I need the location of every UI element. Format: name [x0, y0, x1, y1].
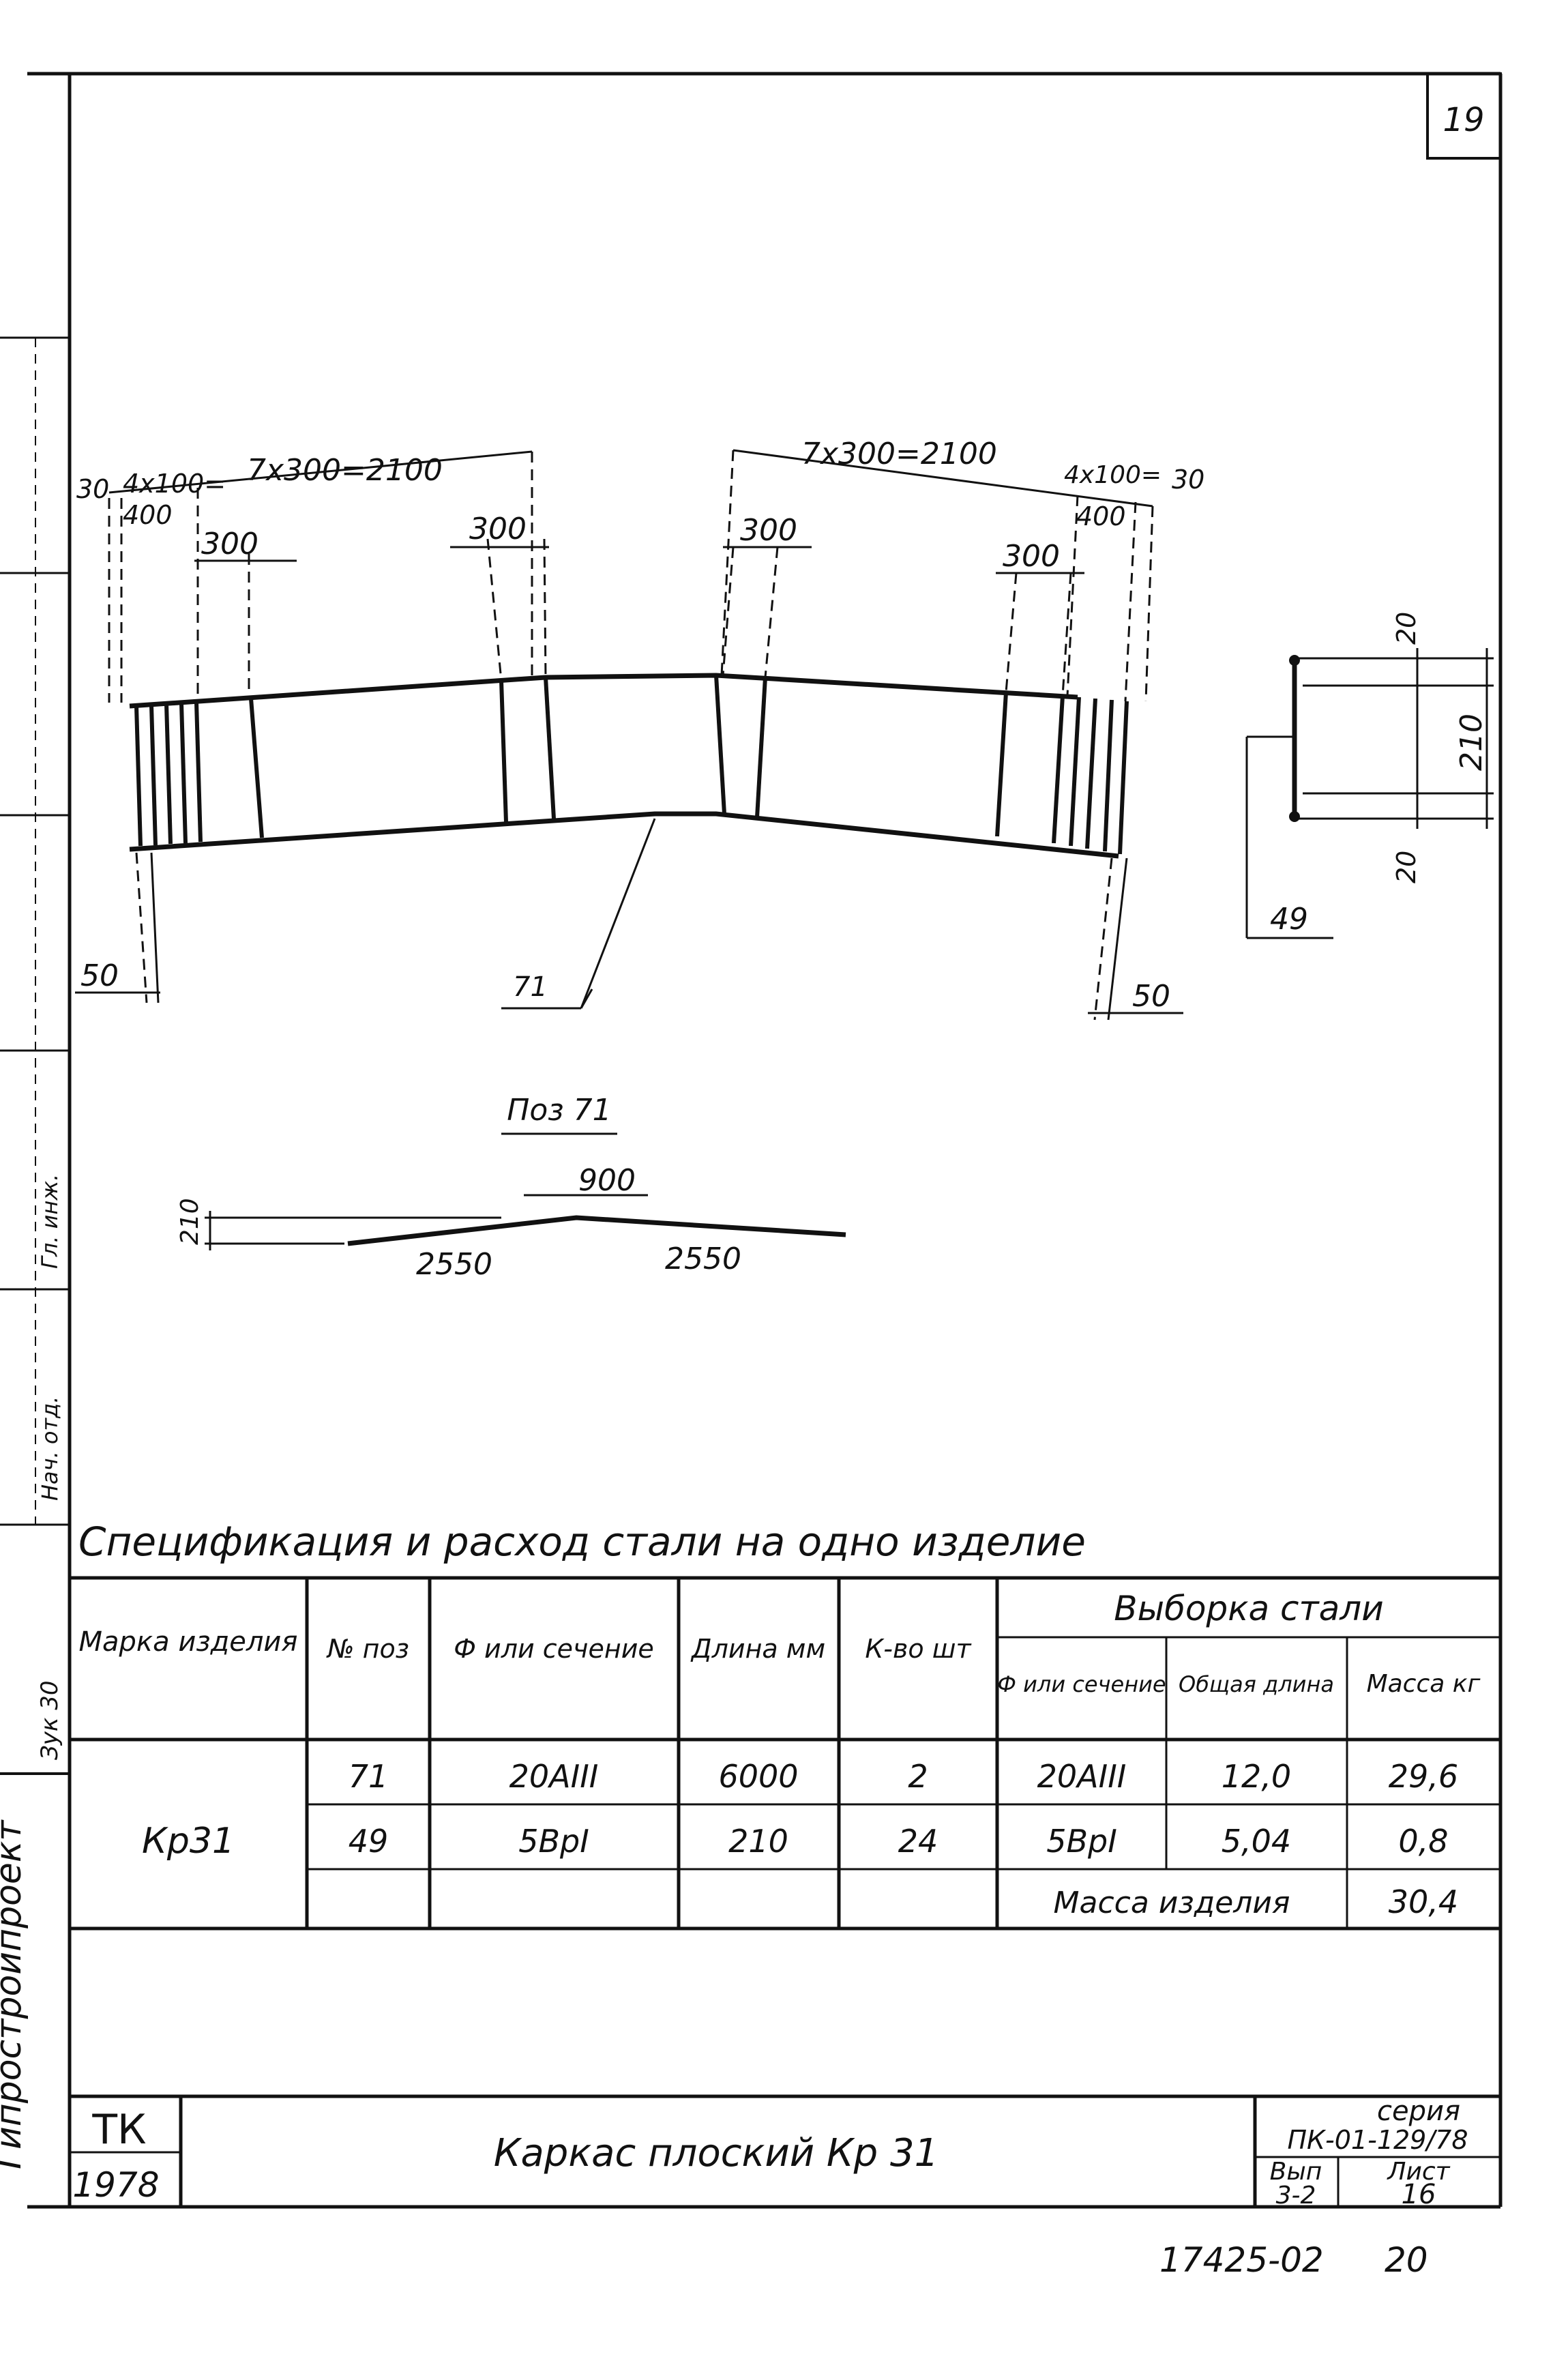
table-row: 71 20AIII 6000 2 20AIII 12,0 29,6 — [349, 1758, 1458, 1795]
cell-pos: 71 — [349, 1758, 389, 1795]
title-sheet-label: Лист — [1386, 2158, 1450, 2186]
margin-stamp-chief: Гл. инж. — [37, 1174, 63, 1269]
cell-sel-total: 12,0 — [1222, 1758, 1291, 1795]
header-length: Длина мм — [690, 1634, 825, 1664]
title-org: ТК — [91, 2106, 146, 2154]
dim-bottom-right: 50 — [1132, 979, 1170, 1014]
margin-stamp-code: Зук 30 — [36, 1680, 63, 1760]
bent-bar-line — [347, 1215, 846, 1246]
header-section: Ф или сечение — [454, 1634, 654, 1664]
frame-elevation: 30 4x100= 7x300=2100 400 300 300 7x300=2… — [75, 437, 1204, 1021]
bent-bar-middle: 900 — [578, 1163, 636, 1198]
top-left-dimensions — [108, 450, 549, 703]
title-issue-label: Вып — [1270, 2158, 1322, 2186]
dim-left-span-a: 4x100= — [123, 469, 226, 499]
cell-sel-total: 5,04 — [1222, 1823, 1291, 1860]
bent-bar-left: 2550 — [416, 1247, 492, 1282]
dim-left-400: 400 — [123, 500, 173, 530]
cross-section-detail: 20 210 20 49 — [1245, 612, 1494, 939]
cell-mark: Кр31 — [142, 1821, 235, 1862]
bottom-longitudinal-bar — [129, 811, 1119, 859]
title-series: ПК-01-129/78 — [1287, 2125, 1468, 2155]
position-leader-label: 71 — [513, 971, 548, 1003]
header-sel-total: Общая длина — [1179, 1671, 1334, 1697]
section-pos-label: 49 — [1270, 902, 1308, 937]
dim-right-300b: 300 — [1003, 539, 1060, 574]
bent-bar-rise: 210 — [176, 1198, 204, 1245]
dim-right-400: 400 — [1076, 501, 1126, 531]
title-issue: 3-2 — [1276, 2182, 1316, 2210]
header-qty: К-во шт — [865, 1634, 972, 1664]
header-mark: Марка изделия — [79, 1626, 298, 1658]
cell-pos: 49 — [349, 1823, 389, 1860]
cross-bars — [134, 675, 1129, 855]
cell-sel-mass: 29,6 — [1389, 1758, 1458, 1795]
header-sel-mass: Масса кг — [1367, 1670, 1481, 1698]
title-sheet: 16 — [1402, 2179, 1436, 2210]
dim-right-span-a: 4x100= — [1064, 461, 1162, 489]
table-row: 49 5BpI 210 24 5BpI 5,04 0,8 — [349, 1823, 1449, 1860]
cell-sel-mass: 0,8 — [1398, 1823, 1448, 1860]
sheet-number: 19 — [1443, 101, 1484, 139]
margin-stamp: Гипростройпроект Зук 30 Нач. отд. Гл. ин… — [0, 336, 70, 2169]
section-dim-bottom: 20 — [1391, 851, 1421, 883]
dim-left-span-b: 7x300=2100 — [247, 453, 443, 488]
dim-right-end: 30 — [1172, 465, 1204, 495]
section-dim-top: 20 — [1391, 612, 1421, 645]
sheet-number-box: 19 — [1426, 72, 1502, 160]
header-sel-section: Ф или сечение — [997, 1671, 1166, 1697]
dim-bottom-left: 50 — [80, 958, 119, 993]
dim-left-end: 30 — [76, 474, 109, 504]
total-value: 30,4 — [1389, 1883, 1458, 1920]
top-longitudinal-bar — [129, 673, 1078, 709]
dim-left-300b: 300 — [469, 512, 527, 546]
dim-right-300a: 300 — [740, 513, 797, 548]
sheet-frame — [27, 72, 1503, 2209]
header-selection: Выборка стали — [1114, 1589, 1383, 1628]
cell-sel-section: 20AIII — [1037, 1758, 1127, 1795]
cell-section: 20AIII — [509, 1758, 599, 1795]
bottom-dimensions — [75, 818, 1183, 1021]
dim-right-span-b: 7x300=2100 — [801, 437, 997, 471]
header-pos: № поз — [326, 1634, 409, 1664]
bent-bar-detail: Поз 71 210 900 2550 2550 — [176, 1093, 846, 1282]
dim-left-300a: 300 — [201, 527, 258, 561]
header-mark-text: Марка изделия — [79, 1626, 298, 1658]
title-year: 1978 — [72, 2165, 159, 2205]
margin-stamp-head: Нач. отд. — [37, 1396, 63, 1501]
section-dim-height: 210 — [1454, 714, 1489, 771]
bent-bar-right: 2550 — [665, 1242, 741, 1276]
footer-code: 17425-02 — [1159, 2240, 1324, 2280]
cell-length: 6000 — [718, 1758, 798, 1795]
bent-bar-title: Поз 71 — [507, 1093, 611, 1128]
spec-title: Спецификация и расход стали на одно изде… — [78, 1519, 1086, 1565]
cell-qty: 2 — [908, 1758, 928, 1795]
title-name: Каркас плоский Кр 31 — [494, 2131, 939, 2175]
cell-sel-section: 5BpI — [1046, 1823, 1117, 1860]
title-block: ТК 1978 Каркас плоский Кр 31 серия ПК-01… — [70, 2094, 1500, 2210]
margin-stamp-org: Гипростройпроект — [0, 1819, 29, 2169]
cell-length: 210 — [728, 1823, 788, 1860]
spec-table: Марка изделия № поз Ф или сечение Длина … — [70, 1576, 1500, 1931]
cell-qty: 24 — [898, 1823, 938, 1860]
cell-section: 5BpI — [518, 1823, 589, 1860]
title-series-label: серия — [1377, 2096, 1460, 2127]
top-right-dimensions — [720, 449, 1154, 702]
total-label: Масса изделия — [1054, 1886, 1290, 1920]
footer-page: 20 — [1385, 2240, 1428, 2280]
